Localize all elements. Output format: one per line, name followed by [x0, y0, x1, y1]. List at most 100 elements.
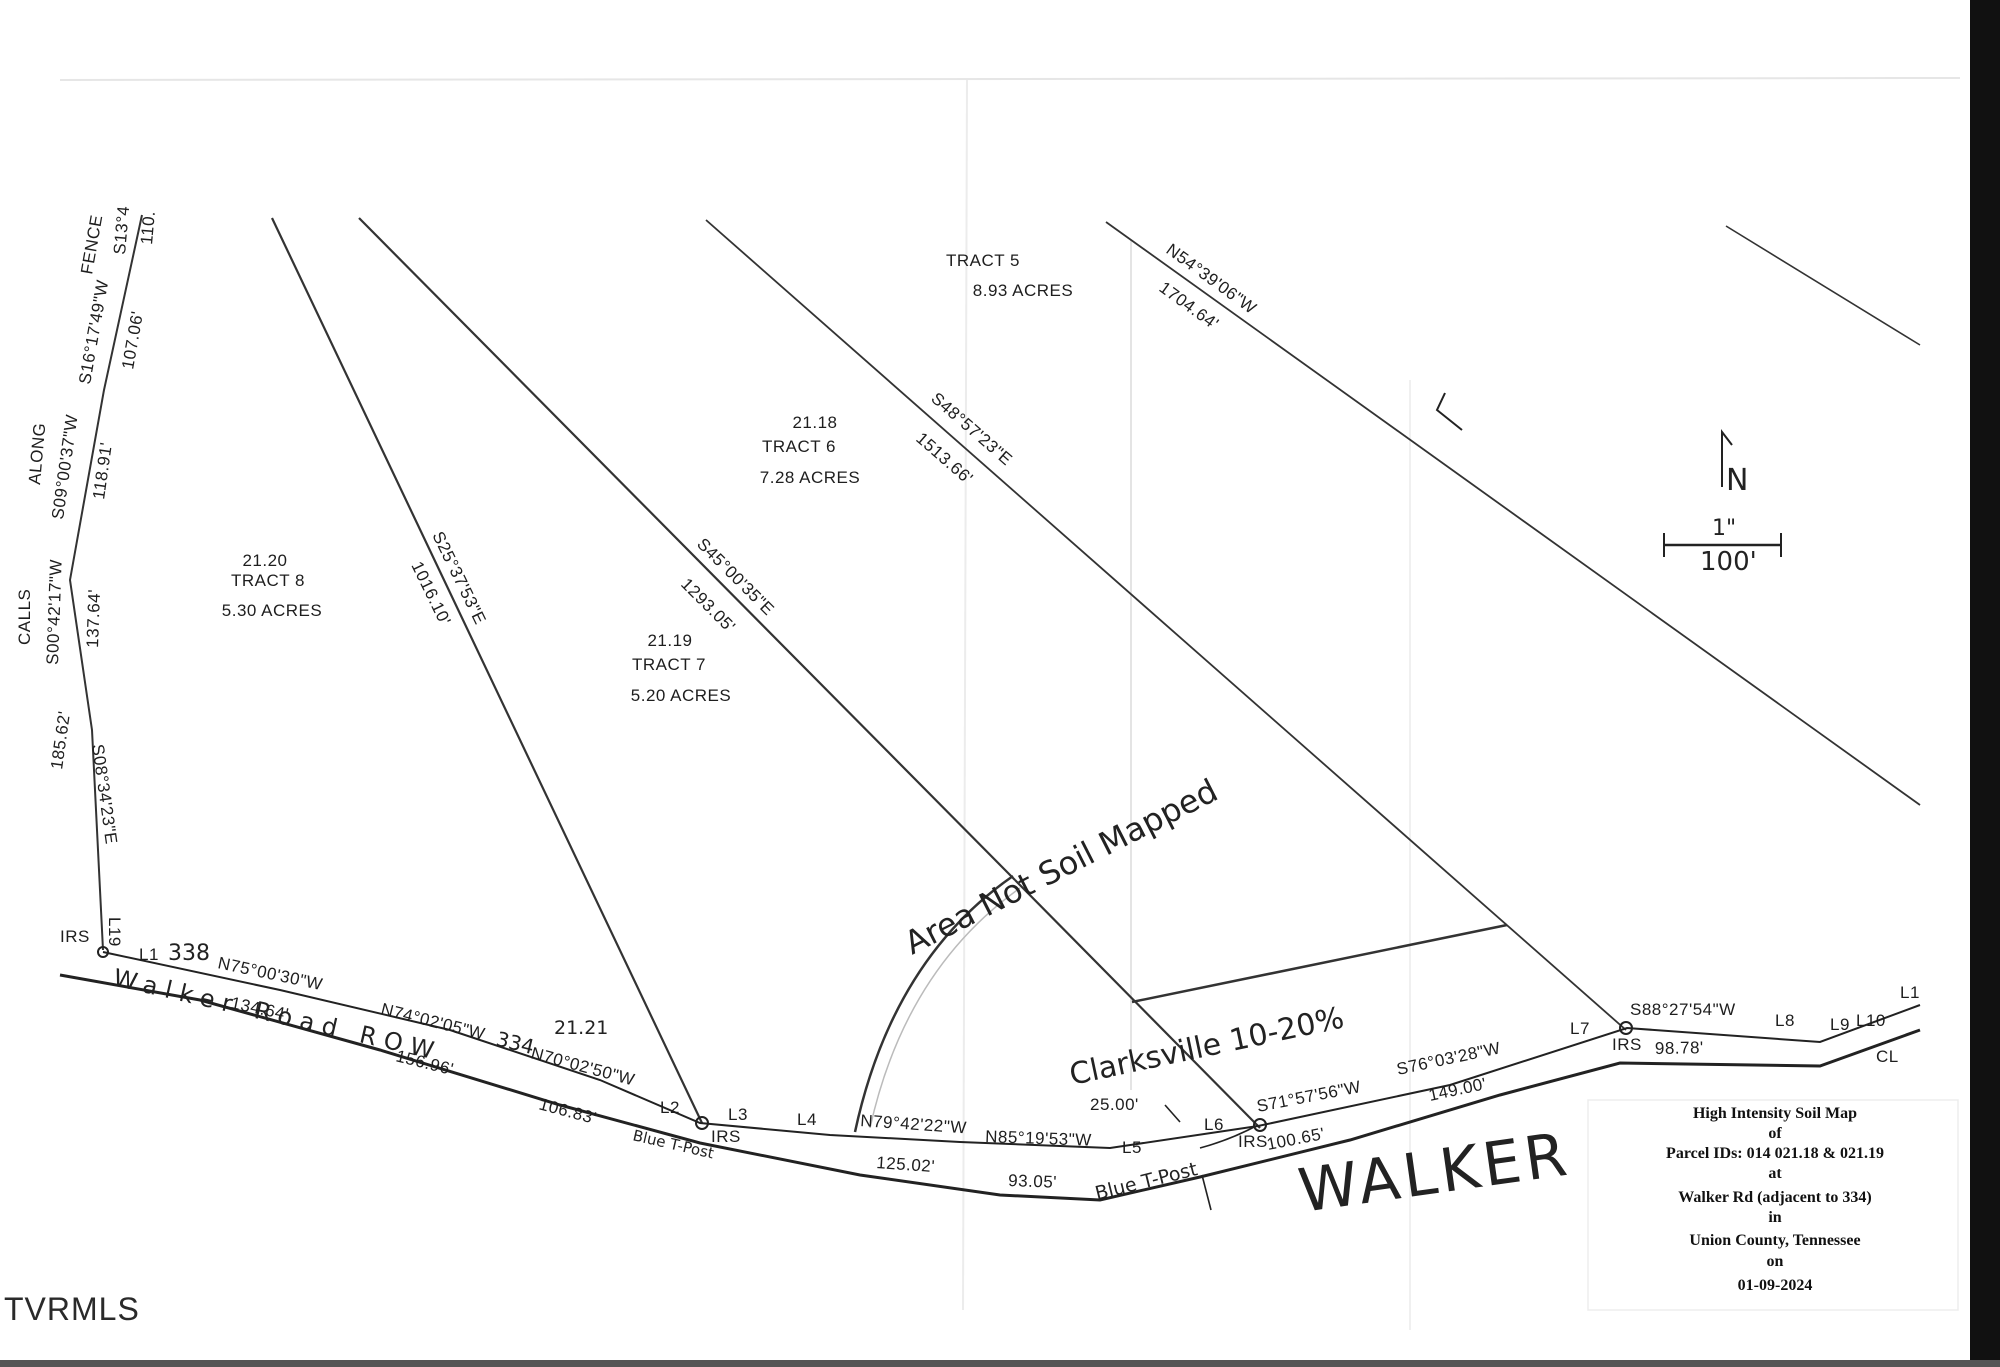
soil-area-arc-inner [869, 887, 1021, 1129]
tract5-east-line [1105, 221, 1921, 806]
label-l1: L1 [139, 945, 159, 964]
tract8-east-line [271, 217, 703, 1124]
far-east-line [1725, 225, 1921, 346]
label-l10: L10 [1856, 1011, 1886, 1030]
label-l11: L1 [1900, 983, 1920, 1002]
north-arrow-group [1435, 392, 1782, 557]
boundary-bearings: N54°39'06"W 1704.64' S48°57'23"E 1513.66… [15, 205, 1260, 846]
west-length-4: 137.64' [83, 589, 104, 648]
title-line-7: Union County, Tennessee [1689, 1232, 1860, 1249]
title-line-8: on [1767, 1253, 1784, 1270]
tract7-east-line-lower [1014, 879, 1261, 1129]
tract6-east-line [705, 219, 1627, 1031]
tract7-parcel: 21.19 [647, 631, 692, 650]
pencil-mark-icon [1435, 392, 1463, 431]
irs-label-l6: IRS [1238, 1132, 1268, 1151]
line-segment-labels: L19 L1 L2 L3 L4 L5 L6 L7 L8 L9 L10 L1 IR… [60, 917, 1920, 1157]
label-l7: L7 [1570, 1019, 1590, 1038]
l5-bearing: N85°19'53"W [985, 1127, 1092, 1150]
tract5-acres: 8.93 ACRES [973, 281, 1073, 300]
title-line-1: High Intensity Soil Map [1693, 1105, 1857, 1122]
west-bearing-3: S09°00'37"W [48, 413, 82, 520]
title-line-4: at [1768, 1165, 1782, 1182]
l2b-bearing: N70°02'50"W [529, 1044, 637, 1090]
label-l3: L3 [728, 1105, 748, 1124]
label-l9: L9 [1830, 1015, 1850, 1034]
tract6-acres: 7.28 ACRES [760, 468, 860, 487]
l8-length: 98.78' [1655, 1038, 1704, 1058]
soil-area-arc [853, 874, 1014, 1133]
walker-road-row [59, 951, 1921, 1202]
irs-west [97, 946, 109, 958]
mls-watermark-text: TVRMLS [4, 1291, 140, 1327]
blue-tpost-west: Blue T-Post [631, 1126, 716, 1162]
t6-length: 1513.66' [912, 429, 976, 488]
tract8-acres: 5.30 ACRES [222, 601, 322, 620]
fold-line-top [59, 77, 1961, 81]
fence-label: FENCE [77, 213, 106, 276]
north-arrow-label: N [1726, 463, 1748, 498]
road-row-north [102, 951, 1921, 1150]
offset-label: 25.00' [1090, 1095, 1139, 1114]
offset-tick [1201, 1174, 1212, 1211]
title-line-5: Walker Rd (adjacent to 334) [1678, 1189, 1871, 1206]
scan-border-right [1970, 0, 2000, 1367]
iron-pin-markers [97, 946, 1633, 1132]
l2b-length: 106.83' [537, 1095, 599, 1129]
title-line-2: of [1768, 1125, 1782, 1142]
irs-label-west: IRS [60, 927, 90, 946]
tract-labels: TRACT 5 8.93 ACRES 21.18 TRACT 6 7.28 AC… [222, 251, 1073, 705]
offset-dimension [1164, 1104, 1259, 1211]
blue-tpost-east: Blue T-Post [1093, 1158, 1200, 1205]
along-label: ALONG [25, 422, 49, 485]
fold-line-mid [962, 79, 968, 1311]
irs-l7 [1619, 1021, 1633, 1035]
label-l2: L2 [660, 1098, 680, 1117]
scale-bottom-label: 100' [1700, 547, 1757, 577]
l8-bearing: S88°27'54"W [1630, 1000, 1736, 1019]
west-length-5: 185.62' [47, 710, 74, 771]
calls-label: CALLS [15, 589, 34, 645]
irs-l2 [695, 1116, 709, 1130]
title-line-9: 01-09-2024 [1738, 1277, 1813, 1294]
title-block: High Intensity Soil Map of Parcel IDs: 0… [1587, 1099, 1959, 1311]
west-bearing-4: S00°42'17"W [43, 559, 66, 665]
cl-label: CL [1876, 1047, 1899, 1066]
road-number-334: 334 [494, 1027, 537, 1060]
scan-border-bottom [0, 1360, 2000, 1367]
tract7-east-line [358, 217, 1016, 881]
offset-leader [1164, 1104, 1181, 1123]
tract6-parcel: 21.18 [792, 413, 837, 432]
label-l5: L5 [1122, 1138, 1142, 1157]
tract6-name: TRACT 6 [762, 437, 836, 456]
irs-l6 [1253, 1118, 1267, 1132]
l4-length: 125.02' [876, 1153, 936, 1176]
blue-tpost-arrow [1199, 1124, 1259, 1149]
tract8-parcel: 21.20 [242, 551, 287, 570]
l6-bearing: S71°57'56"W [1255, 1077, 1362, 1116]
scale-top-label: 1" [1712, 516, 1736, 541]
tract-boundaries [68, 214, 1921, 1129]
clarksville-soil-label: Clarksville 10-20% [1066, 1000, 1347, 1092]
handwritten-notes: Area Not Soil Mapped Clarksville 10-20% … [111, 463, 1757, 1227]
tract7-name: TRACT 7 [632, 655, 706, 674]
label-l4: L4 [797, 1110, 817, 1129]
l5-length: 93.05' [1008, 1171, 1057, 1192]
parcel-2121-label: 21.21 [554, 1017, 608, 1039]
label-l6: L6 [1204, 1115, 1224, 1134]
soil-boundary-line [1131, 923, 1508, 1004]
west-bearing-5: S08°34'23"E [88, 743, 121, 846]
irs-label-l7: IRS [1612, 1035, 1642, 1054]
walker-road-label: WALKER [1294, 1119, 1575, 1226]
west-fence-line [68, 214, 143, 951]
north-arrow-icon [1721, 429, 1733, 487]
title-line-6: in [1768, 1209, 1781, 1226]
tract7-acres: 5.20 ACRES [631, 686, 731, 705]
tract5-name: TRACT 5 [946, 251, 1020, 270]
title-block-border [1587, 1099, 1959, 1311]
west-length-1: 110. [137, 210, 159, 245]
title-line-3: Parcel IDs: 014 021.18 & 021.19 [1666, 1145, 1884, 1162]
area-not-mapped-label: Area Not Soil Mapped [898, 771, 1223, 962]
label-l19: L19 [105, 917, 124, 947]
